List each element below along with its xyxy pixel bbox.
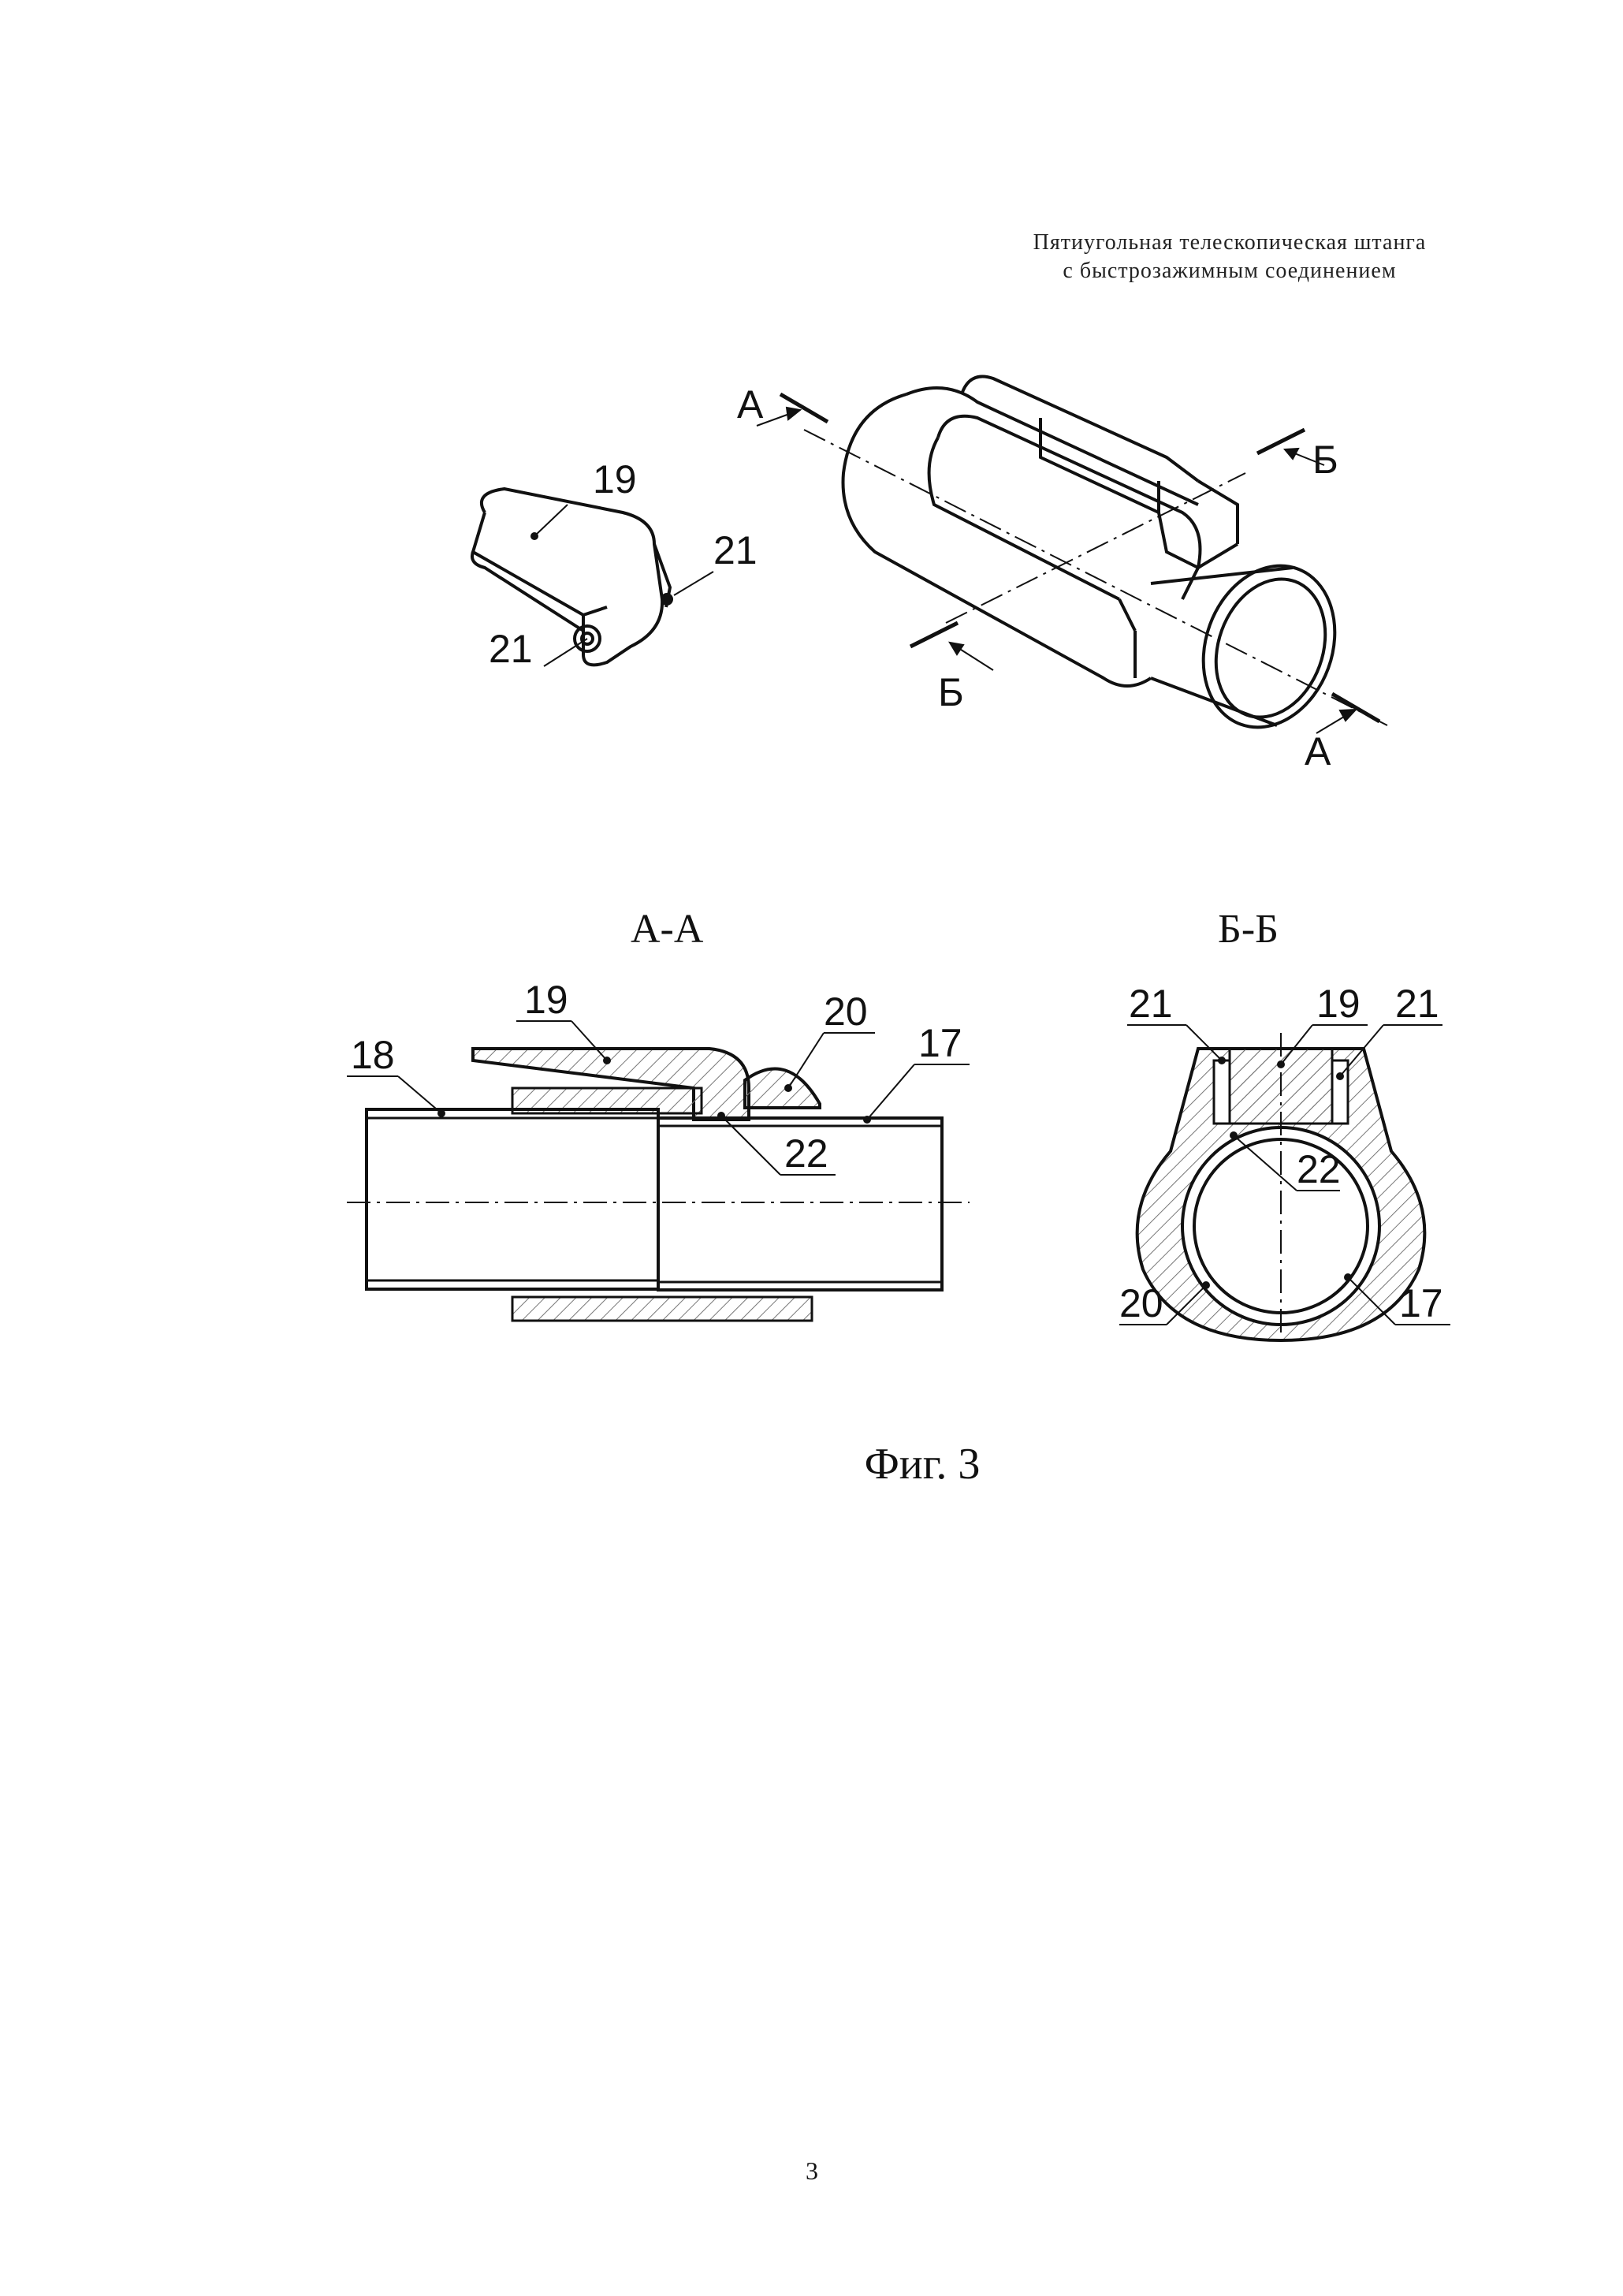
lever-isometric [471, 486, 673, 667]
header-line-1: Пятиугольная телескопическая штанга [1033, 230, 1427, 255]
bb-label-21-right: 21 [1395, 982, 1439, 1026]
label-19-iso: 19 [593, 457, 637, 501]
aa-label-18: 18 [351, 1033, 395, 1077]
section-aa-leaders [347, 1020, 970, 1176]
mark-b-bottom: Б [938, 670, 964, 714]
bb-label-17: 17 [1399, 1281, 1443, 1325]
drawing-header: Пятиугольная телескопическая штанга с бы… [946, 229, 1513, 285]
section-marks [779, 392, 1381, 724]
section-arrows [756, 406, 1358, 734]
mark-a-bottom: А [1305, 729, 1331, 773]
mark-a-top: А [737, 382, 764, 427]
bb-label-20: 20 [1119, 1281, 1163, 1325]
leader-21-upper [673, 571, 714, 596]
label-21-iso-lower: 21 [489, 627, 533, 671]
section-aa-title: А-А [631, 907, 704, 952]
section-bb-leaders [1119, 1024, 1450, 1325]
bb-label-22: 22 [1297, 1147, 1341, 1191]
aa-label-20: 20 [824, 990, 868, 1034]
aa-label-19: 19 [524, 978, 568, 1022]
page-number: 3 [806, 2156, 818, 2185]
bb-label-21-left: 21 [1129, 982, 1173, 1026]
section-bb-drawing [1135, 1033, 1427, 1348]
leader-19 [534, 504, 568, 537]
section-aa-drawing [347, 1047, 970, 1322]
bb-label-19: 19 [1316, 982, 1361, 1026]
section-aa-leader-dots [437, 1057, 871, 1124]
mark-b-top: Б [1312, 438, 1338, 482]
aa-label-22: 22 [784, 1131, 828, 1176]
section-bb-leader-dots [1202, 1057, 1352, 1289]
axis-line-b [945, 472, 1246, 624]
section-bb-title: Б-Б [1218, 907, 1279, 952]
header-line-2: с быстрозажимным соединением [1063, 259, 1397, 283]
label-21-iso-upper: 21 [713, 528, 758, 572]
figure-caption: Фиг. 3 [864, 1440, 981, 1489]
connector-isometric [841, 375, 1337, 729]
aa-label-17: 17 [918, 1021, 962, 1065]
axis-line-a [803, 429, 1388, 726]
leader-21-lower [543, 638, 588, 667]
